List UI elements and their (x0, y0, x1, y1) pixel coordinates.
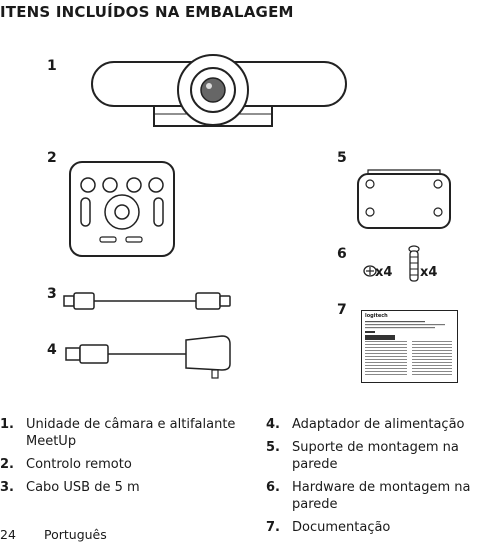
list-item: 1.Unidade de câmara e altifalante MeetUp (0, 417, 236, 449)
figure-number-7: 7 (337, 302, 347, 318)
item-list-right: 4.Adaptador de alimentação 5.Suporte de … (266, 416, 504, 542)
power-adapter-illustration (65, 335, 231, 379)
footer-language: Português (44, 527, 107, 542)
page-number: 24 (0, 527, 16, 542)
list-item: 5.Suporte de montagem na parede (266, 440, 459, 472)
list-item: 4.Adaptador de alimentação (266, 417, 465, 432)
list-item: 3.Cabo USB de 5 m (0, 480, 140, 495)
screw-icon (363, 265, 377, 277)
documentation-brand: logitech (365, 313, 388, 319)
page-title: ITENS INCLUÍDOS NA EMBALAGEM (0, 3, 294, 21)
figure-number-1: 1 (47, 58, 57, 74)
camera-speaker-unit-illustration (91, 54, 347, 127)
remote-control-illustration (69, 161, 175, 257)
anchor-quantity: x4 (420, 265, 438, 280)
list-item: 6.Hardware de montagem na parede (266, 480, 471, 512)
list-item: 2.Controlo remoto (0, 457, 132, 472)
wall-mount-hardware-illustration (363, 245, 420, 282)
wall-anchor-icon (408, 245, 420, 282)
figure-number-4: 4 (47, 342, 57, 358)
figure-number-3: 3 (47, 286, 57, 302)
figure-number-5: 5 (337, 150, 347, 166)
figure-number-6: 6 (337, 246, 347, 262)
usb-cable-illustration (63, 292, 231, 310)
documentation-illustration: logitech (361, 310, 458, 383)
documentation-text-lines (365, 321, 452, 375)
screw-quantity: x4 (375, 265, 393, 280)
item-list-left: 1.Unidade de câmara e altifalante MeetUp… (0, 416, 240, 502)
figure-number-2: 2 (47, 150, 57, 166)
list-item: 7.Documentação (266, 520, 391, 535)
wall-mount-bracket-illustration (357, 169, 451, 229)
